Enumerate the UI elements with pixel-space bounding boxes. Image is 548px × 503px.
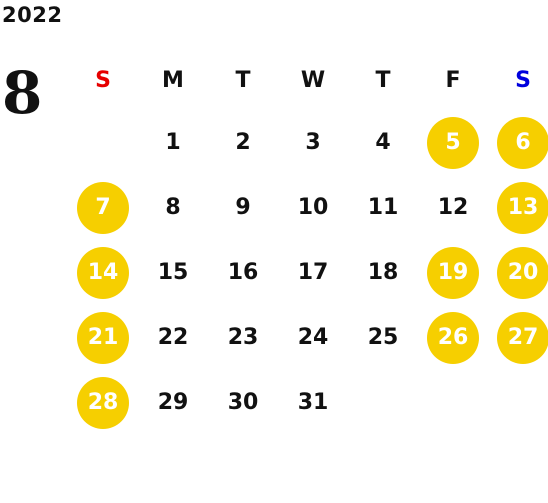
day-cell: 19	[418, 240, 488, 305]
day-cell: 27	[488, 305, 548, 370]
day-number[interactable]: 26	[427, 311, 479, 364]
weekday-monday: M	[162, 67, 184, 93]
day-number[interactable]: 18	[367, 260, 399, 285]
day-cell: 8	[138, 175, 208, 240]
day-cell: 1	[138, 110, 208, 175]
day-cell: 12	[418, 175, 488, 240]
month-number: 8	[2, 59, 43, 127]
day-number[interactable]: 8	[165, 195, 181, 220]
day-number[interactable]: 14	[77, 246, 129, 299]
day-number[interactable]: 21	[77, 311, 129, 364]
day-number[interactable]: 5	[427, 116, 479, 169]
day-cell	[488, 370, 548, 435]
day-cell: 26	[418, 305, 488, 370]
day-number[interactable]: 7	[77, 181, 129, 234]
day-number[interactable]: 28	[77, 376, 129, 429]
day-cell: 14	[68, 240, 138, 305]
day-cell: 21	[68, 305, 138, 370]
day-number[interactable]: 10	[297, 195, 329, 220]
day-number[interactable]: 24	[297, 325, 329, 350]
day-cell: 16	[208, 240, 278, 305]
day-cell: 2	[208, 110, 278, 175]
weekday-header-row: S M T W T F S	[68, 50, 548, 110]
day-cell: 24	[278, 305, 348, 370]
week-row-3: 14 15 16 17 18 19 20	[68, 240, 548, 305]
day-number[interactable]: 29	[157, 390, 189, 415]
day-cell: 7	[68, 175, 138, 240]
day-cell: 31	[278, 370, 348, 435]
day-cell: 28	[68, 370, 138, 435]
week-row-1: 1 2 3 4 5 6	[68, 110, 548, 175]
day-number[interactable]: 19	[427, 246, 479, 299]
day-cell: 17	[278, 240, 348, 305]
day-cell	[418, 370, 488, 435]
day-cell	[68, 110, 138, 175]
day-cell: 23	[208, 305, 278, 370]
day-number[interactable]: 6	[497, 116, 548, 169]
day-number[interactable]: 17	[297, 260, 329, 285]
day-number[interactable]: 30	[227, 390, 259, 415]
day-number[interactable]: 4	[375, 130, 391, 155]
day-number[interactable]: 11	[367, 195, 399, 220]
day-cell: 29	[138, 370, 208, 435]
day-number[interactable]: 3	[305, 130, 321, 155]
day-number[interactable]: 23	[227, 325, 259, 350]
week-row-4: 21 22 23 24 25 26 27	[68, 305, 548, 370]
year-label: 2022	[2, 3, 63, 27]
day-number[interactable]: 31	[297, 390, 329, 415]
week-row-2: 7 8 9 10 11 12 13	[68, 175, 548, 240]
day-cell: 15	[138, 240, 208, 305]
day-cell: 25	[348, 305, 418, 370]
day-number[interactable]: 1	[165, 130, 181, 155]
weekday-friday: F	[445, 67, 461, 93]
calendar-grid: S M T W T F S 1 2 3 4 5 6 7 8 9 10 11 12…	[68, 50, 548, 435]
weekday-sunday: S	[95, 67, 111, 93]
day-number[interactable]: 25	[367, 325, 399, 350]
day-number[interactable]: 15	[157, 260, 189, 285]
day-cell: 6	[488, 110, 548, 175]
week-row-5: 28 29 30 31	[68, 370, 548, 435]
day-number[interactable]: 2	[235, 130, 251, 155]
day-cell: 22	[138, 305, 208, 370]
day-number[interactable]: 9	[235, 195, 251, 220]
weekday-thursday: T	[375, 67, 391, 93]
day-cell: 30	[208, 370, 278, 435]
day-cell: 13	[488, 175, 548, 240]
day-number[interactable]: 16	[227, 260, 259, 285]
day-number[interactable]: 13	[497, 181, 548, 234]
day-cell: 4	[348, 110, 418, 175]
day-number[interactable]: 22	[157, 325, 189, 350]
day-cell: 18	[348, 240, 418, 305]
weekday-wednesday: W	[300, 67, 326, 93]
day-cell: 11	[348, 175, 418, 240]
weekday-tuesday: T	[235, 67, 251, 93]
day-cell: 10	[278, 175, 348, 240]
day-cell: 20	[488, 240, 548, 305]
day-cell	[348, 370, 418, 435]
day-number[interactable]: 20	[497, 246, 548, 299]
day-cell: 3	[278, 110, 348, 175]
weekday-saturday: S	[515, 67, 531, 93]
day-cell: 5	[418, 110, 488, 175]
day-number[interactable]: 27	[497, 311, 548, 364]
day-cell: 9	[208, 175, 278, 240]
day-number[interactable]: 12	[437, 195, 469, 220]
